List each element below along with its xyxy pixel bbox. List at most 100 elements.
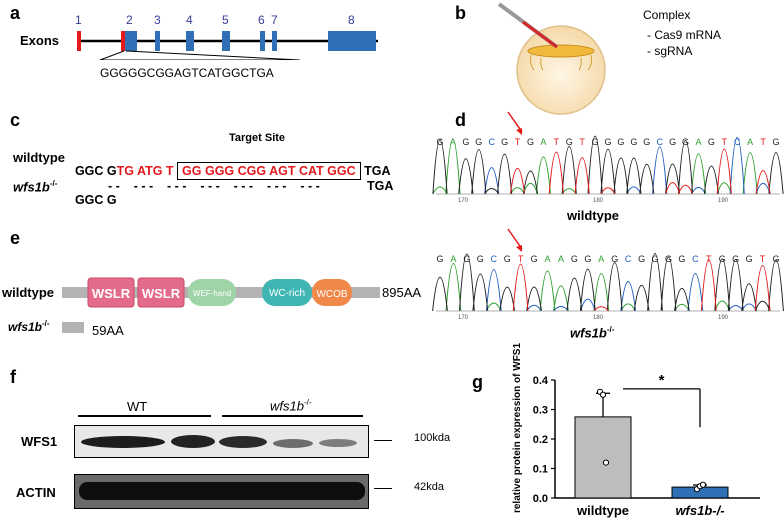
exon-6 — [260, 31, 265, 51]
base-call: G — [527, 137, 534, 147]
base-call: G — [584, 254, 591, 264]
exon-number-1: 1 — [75, 13, 82, 27]
base-call: C — [656, 137, 663, 147]
base-call: A — [450, 254, 456, 264]
exons-label: Exons — [20, 33, 60, 48]
complex-component-sgrna: - sgRNA — [647, 44, 693, 58]
protein-mutant-label: wfs1b-/- — [8, 319, 50, 334]
base-call: A — [598, 254, 604, 264]
base-call: G — [592, 137, 599, 147]
base-call: G — [746, 254, 753, 264]
base-call: G — [772, 254, 779, 264]
base-call: T — [554, 137, 560, 147]
base-call: T — [760, 137, 766, 147]
base-call: G — [678, 254, 685, 264]
domain-wslr-1 — [87, 277, 135, 308]
base-call: G — [611, 254, 618, 264]
wt-group-label: WT — [127, 399, 148, 414]
protein-expression-chart: relative protein expression of WFS1 0.00… — [512, 343, 760, 518]
wt-group-line — [78, 415, 211, 417]
panel-f-label: f — [10, 367, 16, 387]
domain-label-wslr-2: WSLR — [142, 286, 181, 301]
base-call: G — [475, 137, 482, 147]
base-call: A — [558, 254, 564, 264]
wfs1-size: 100kda — [414, 432, 451, 444]
mut-seq-dashes: - - - - - - - - - - - - - - - - - - - - — [108, 179, 320, 193]
data-point — [602, 459, 610, 466]
domain-label-wc-rich: WC-rich — [269, 288, 305, 299]
complex-component-cas9: - Cas9 mRNA — [647, 28, 722, 42]
actin-size: 42kda — [414, 481, 444, 493]
base-call: G — [652, 254, 659, 264]
base-call: T — [706, 254, 712, 264]
wfs1-marker-line — [374, 440, 392, 441]
panel-e-label: e — [10, 228, 21, 248]
embryo-injection-diagram — [497, 2, 606, 115]
trace-A — [445, 262, 731, 312]
base-call: A — [540, 137, 546, 147]
exon-2 — [125, 31, 137, 51]
base-call: G — [638, 254, 645, 264]
domain-wslr-2 — [137, 277, 185, 308]
mut-group-label: wfs1b-/- — [270, 398, 312, 414]
base-call: A — [450, 137, 456, 147]
exon-8 — [328, 31, 376, 51]
significance-star: * — [659, 372, 665, 389]
bar-0 — [574, 416, 632, 499]
base-call: G — [643, 137, 650, 147]
exon-5 — [222, 31, 230, 51]
exon-number-3: 3 — [154, 13, 161, 27]
base-call: G — [436, 254, 443, 264]
exon-2-red — [121, 31, 125, 51]
base-call: C — [625, 254, 632, 264]
mutant-sequence: GGC G — [68, 179, 117, 207]
mut-tick-170: 170 — [458, 315, 469, 320]
base-call: G — [566, 137, 573, 147]
wildtype-sequence: GGC GTG ATG T GG GGG CGG AGT CAT GGC TGA — [68, 150, 391, 180]
trace-C — [485, 269, 757, 312]
base-call: G — [772, 137, 779, 147]
exon-3 — [155, 31, 160, 51]
chromatogram-wt-caption: wildtype — [567, 208, 620, 223]
base-call: G — [462, 137, 469, 147]
wt-tick-170: 170 — [458, 198, 469, 203]
panel-a-label: a — [10, 3, 21, 23]
base-call: A — [695, 137, 701, 147]
y-tick-label: 0.3 — [533, 405, 548, 417]
actin-blot — [74, 474, 369, 509]
base-call: A — [545, 254, 551, 264]
base-call: G — [604, 137, 611, 147]
domain-label-wcob: WCOB — [316, 289, 347, 300]
seq-wildtype-label: wildtype — [13, 150, 66, 165]
wt-seq-boxed: GG GGG CGG AGT CAT GGC — [177, 162, 361, 180]
base-call: G — [732, 254, 739, 264]
exon-1 — [77, 31, 81, 51]
domain-label-wef-hand: WEF-hand — [193, 289, 231, 298]
panel-d-label: d — [455, 110, 466, 130]
base-call: G — [501, 137, 508, 147]
y-tick-label: 0.1 — [533, 464, 548, 476]
exon-7 — [272, 31, 277, 51]
exon-number-6: 6 — [258, 13, 265, 27]
base-call: G — [477, 254, 484, 264]
base-call: T — [722, 137, 728, 147]
domain-wef-hand — [188, 279, 236, 306]
base-call: T — [515, 137, 521, 147]
base-call: T — [579, 137, 585, 147]
base-call: G — [708, 137, 715, 147]
wt-length: 895AA — [382, 285, 422, 300]
trace-G — [432, 253, 784, 312]
x-label-mutant: wfs1b-/- — [675, 503, 724, 518]
base-call: G — [630, 137, 637, 147]
data-point — [699, 481, 707, 488]
panel-b-label: b — [455, 3, 466, 23]
base-call: G — [669, 137, 676, 147]
base-call: G — [436, 137, 443, 147]
exon-4 — [186, 31, 194, 51]
base-call: G — [571, 254, 578, 264]
base-call: G — [531, 254, 538, 264]
trace-A — [432, 139, 758, 195]
gene-exon-diagram: 1 2 3 4 5 6 7 8 — [75, 13, 378, 60]
wt-tick-190: 190 — [718, 198, 729, 203]
